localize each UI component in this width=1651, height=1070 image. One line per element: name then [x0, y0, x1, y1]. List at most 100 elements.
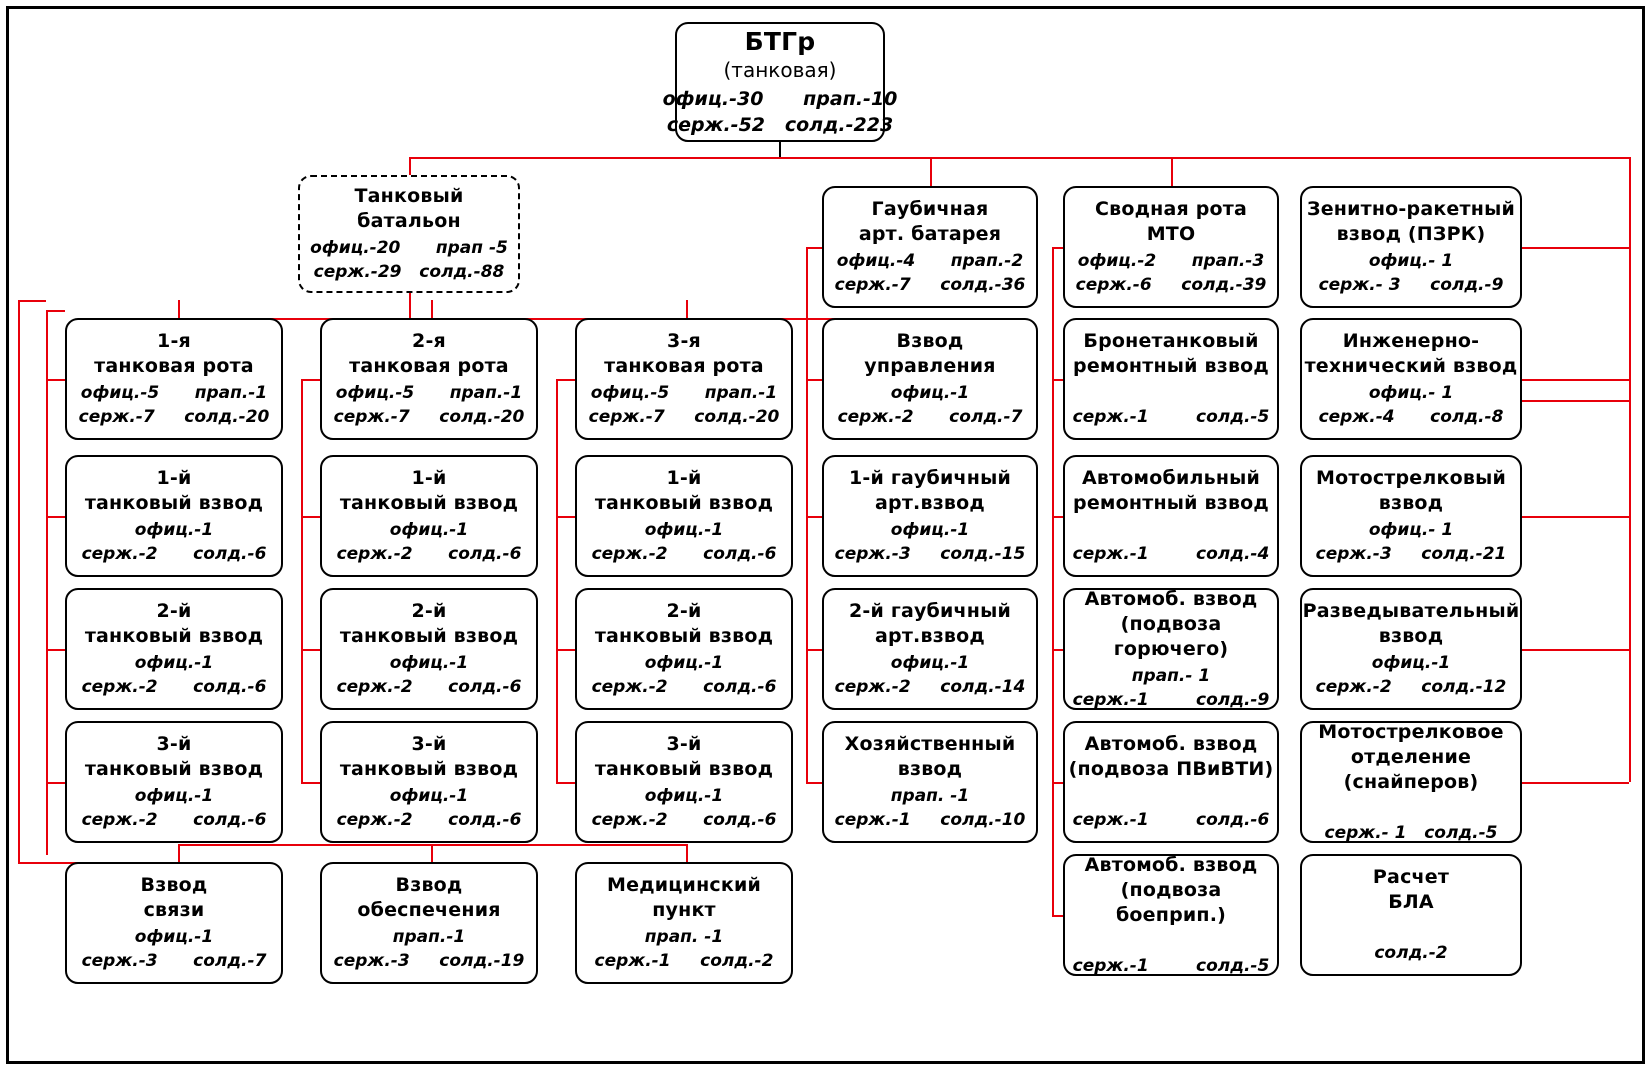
tank-company-1-stats-row-2: серж.-7 солд.-20	[78, 407, 270, 427]
engineering-technical-platoon-stats-row-1: офиц.- 1	[1368, 383, 1454, 403]
root-stats-row-1: офиц.-30 прап.-10	[662, 87, 898, 110]
tank-company-1-stats-row-1: офиц.-5 прап.-1	[80, 383, 268, 403]
sniper-squad-stats-row-1	[1408, 797, 1414, 821]
uav-crew-stats-row-1	[1408, 917, 1414, 941]
control-platoon-stats-row-1: офиц.-1	[890, 383, 970, 403]
connector-v	[409, 293, 411, 318]
tank-platoon-2-2-title: 2-й танковый взвод	[339, 600, 519, 647]
sniper-squad[interactable]: Мотострелковое отделение (снайперов) сер…	[1300, 721, 1522, 843]
connector-v	[46, 310, 48, 312]
connector-h	[556, 516, 575, 518]
tank-platoon-2-3-stats-row-1: офиц.-1	[389, 786, 469, 806]
connector-v	[779, 142, 781, 158]
fuel-transport-platoon-stats-row-2: серж.-1 солд.-9	[1072, 689, 1270, 710]
air-defense-missile-platoon-stats-row-1: офиц.- 1	[1368, 251, 1454, 271]
root-subtitle: (танковая)	[723, 57, 837, 82]
tank-platoon-2-1-stats-row-2: серж.-2 солд.-6	[336, 544, 522, 564]
medical-post-stats-row-2: серж.-1 солд.-2	[594, 951, 774, 971]
sniper-squad-stats: серж.- 1 солд.-5	[1325, 797, 1498, 845]
ammo-transport-platoon-stats-row-1	[1168, 930, 1174, 954]
motorized-rifle-platoon-title: Мотострелковый взвод	[1316, 467, 1506, 514]
armor-repair-platoon-title: Бронетанковый ремонтный взвод	[1073, 330, 1269, 377]
connector-v	[46, 310, 48, 855]
tank-platoon-2-1-stats-row-1: офиц.-1	[389, 520, 469, 540]
tank-platoon-1-2-title: 2-й танковый взвод	[84, 600, 264, 647]
battalion-title: Танковый батальон	[354, 185, 464, 232]
medical-post-title: Медицинский пункт	[607, 874, 761, 921]
tank-battalion[interactable]: Танковый батальон офиц.-20 прап -5 серж.…	[298, 175, 520, 293]
vehicle-repair-platoon-stats: серж.-1 солд.-4	[1073, 518, 1270, 566]
connector-v	[409, 157, 411, 177]
connector-h	[556, 782, 575, 784]
signals-platoon-stats-row-1: офиц.-1	[134, 927, 214, 947]
tank-platoon-1-1-stats-row-1: офиц.-1	[134, 520, 214, 540]
uav-crew-title: Расчет БЛА	[1372, 866, 1450, 913]
uav-crew[interactable]: Расчет БЛА солд.-2	[1300, 854, 1522, 976]
root-unit[interactable]: БТГр (танковая) офиц.-30 прап.-10 серж.-…	[663, 22, 897, 142]
connector-h	[806, 516, 822, 518]
connector-h	[1052, 649, 1063, 651]
tank-company-3-title: 3-я танковая рота	[604, 330, 764, 377]
root-title: БТГр	[744, 26, 816, 56]
engineering-technical-platoon-title: Инженерно- технический взвод	[1304, 330, 1518, 377]
vehicle-repair-platoon[interactable]: Автомобильный ремонтный взвод серж.-1 со…	[1063, 455, 1279, 577]
connector-h	[46, 649, 65, 651]
armor-repair-platoon[interactable]: Бронетанковый ремонтный взвод серж.-1 со…	[1063, 318, 1279, 440]
connector-h	[806, 247, 822, 249]
connector-h	[1522, 516, 1629, 518]
economic-platoon-stats-row-2: серж.-1 солд.-10	[834, 810, 1026, 830]
fuel-transport-platoon[interactable]: Автомоб. взвод (подвоза горючего)прап.- …	[1063, 588, 1279, 710]
vehicle-repair-platoon-stats-row-2: серж.-1 солд.-4	[1072, 544, 1270, 564]
connector-h	[806, 379, 822, 381]
tank-platoon-3-1-stats-row-2: серж.-2 солд.-6	[591, 544, 777, 564]
armor-repair-platoon-stats-row-1	[1168, 381, 1174, 405]
combined-logistics-company-stats-row-2: серж.-6 солд.-39	[1075, 275, 1267, 295]
connector-h	[301, 782, 320, 784]
connector-h	[301, 379, 320, 381]
sniper-squad-title: Мотострелковое отделение (снайперов)	[1318, 720, 1504, 793]
ammo-transport-platoon-stats-row-2: серж.-1 солд.-5	[1072, 955, 1270, 976]
reconnaissance-platoon-stats-row-1: офиц.-1	[1371, 653, 1451, 673]
connector-v	[431, 300, 433, 318]
connector-h	[409, 157, 1630, 159]
connector-v	[1052, 247, 1054, 915]
howitzer-art-platoon-2-title: 2-й гаубичный арт.взвод	[848, 600, 1011, 647]
materiel-transport-platoon-stats-row-2: серж.-1 солд.-6	[1072, 810, 1270, 830]
tank-platoon-1-3-stats-row-2: серж.-2 солд.-6	[81, 810, 267, 830]
ammo-transport-platoon[interactable]: Автомоб. взвод (подвоза боеприп.) серж.-…	[1063, 854, 1279, 976]
control-platoon-title: Взвод управления	[864, 330, 996, 377]
materiel-transport-platoon[interactable]: Автомоб. взвод (подвоза ПВиВТИ) серж.-1 …	[1063, 721, 1279, 843]
